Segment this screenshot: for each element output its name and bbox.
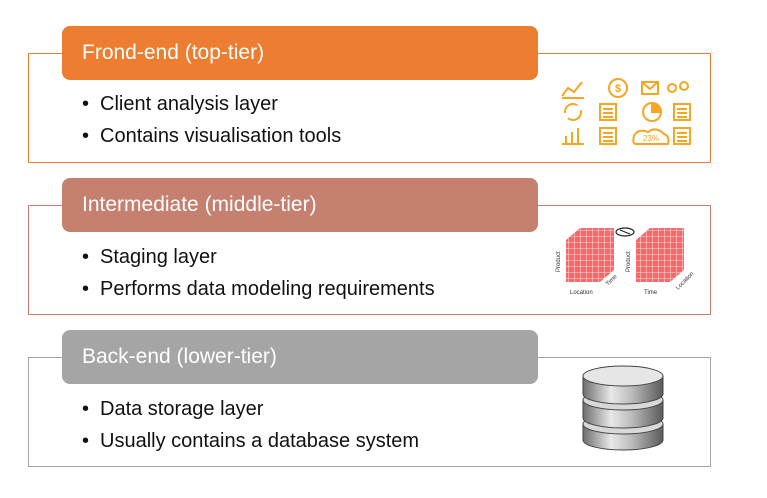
olap-cube-icon	[566, 228, 614, 282]
bullet-item: Data storage layer	[82, 393, 419, 425]
bullet-item: Staging layer	[82, 241, 435, 273]
line-chart-icon	[561, 81, 583, 97]
list-icon	[599, 127, 617, 145]
axis-label: Product	[556, 251, 562, 272]
list-icon	[673, 103, 691, 121]
bullet-list: Data storage layer Usually contains a da…	[82, 393, 419, 457]
list-icon	[673, 127, 691, 145]
gear-icon	[667, 83, 677, 93]
bullet-item: Usually contains a database system	[82, 425, 419, 457]
bullet-list: Client analysis layer Contains visualisa…	[82, 88, 341, 152]
olap-cube-icon	[636, 228, 684, 282]
bullet-item: Client analysis layer	[82, 88, 341, 120]
bullet-list: Staging layer Performs data modeling req…	[82, 241, 435, 305]
olap-cube-svg: Product Location Time Product Time Locat…	[556, 227, 695, 296]
database-svg	[582, 365, 664, 451]
dashboard-icons: $ 23%	[556, 74, 702, 155]
coin-label: $	[615, 83, 621, 95]
axis-label: Location	[570, 290, 593, 296]
dashboard-icons-svg: $ 23%	[561, 78, 691, 145]
tier-header: Frond-end (top-tier)	[62, 26, 538, 80]
axis-label: Product	[626, 251, 632, 272]
refresh-icon	[564, 103, 582, 121]
database-icon	[578, 362, 668, 459]
axis-label: Time	[644, 290, 658, 296]
cloud-label: 23%	[643, 134, 659, 143]
mail-icon	[641, 81, 659, 95]
olap-cube-icons: Product Location Time Product Time Locat…	[550, 224, 700, 305]
tier-header: Back-end (lower-tier)	[62, 330, 538, 384]
cloud-icon	[632, 128, 670, 145]
tier-header: Intermediate (middle-tier)	[62, 178, 538, 232]
bullet-item: Contains visualisation tools	[82, 120, 341, 152]
bullet-item: Performs data modeling requirements	[82, 273, 435, 305]
coin-icon	[608, 78, 628, 98]
list-icon	[599, 103, 617, 121]
